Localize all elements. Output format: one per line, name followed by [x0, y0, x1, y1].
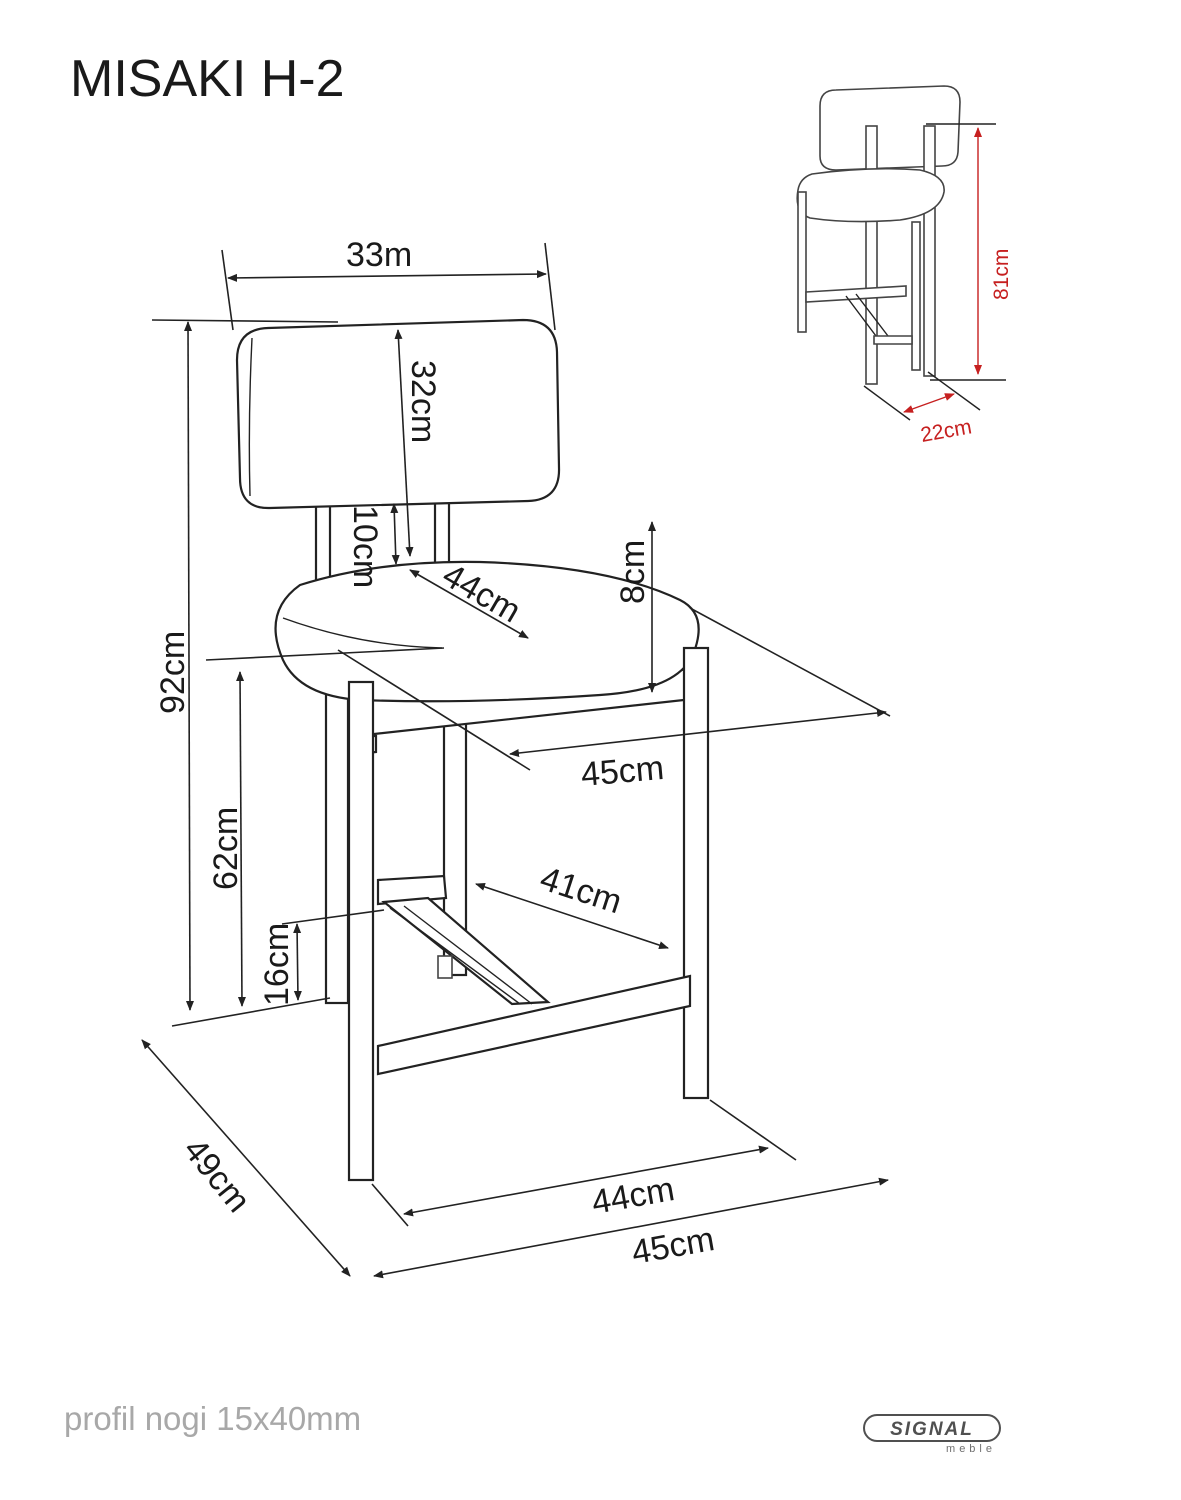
label-seat-height: 62cm [207, 807, 245, 890]
label-seat-thickness: 8cm [614, 540, 652, 604]
footrest [376, 874, 692, 1076]
label-footrest-height: 16cm [258, 923, 296, 1006]
label-total-height: 92cm [154, 631, 192, 714]
label-backrest-height: 32cm [404, 360, 442, 443]
product-title: MISAKI H-2 [70, 50, 345, 108]
label-inset-height: 81cm [990, 249, 1013, 300]
backrest [235, 318, 561, 510]
label-footrest-width: 41cm [536, 859, 627, 921]
label-base-depth: 49cm [176, 1131, 258, 1220]
label-seat-width: 45cm [579, 749, 665, 794]
leg-profile-note: profil nogi 15x40mm [64, 1400, 361, 1437]
inset-side-view [796, 85, 961, 385]
label-base-width: 45cm [629, 1220, 717, 1272]
label-inset-depth: 22cm [919, 415, 974, 447]
brand-sub: meble [946, 1443, 996, 1455]
chair-main-view [235, 318, 710, 1182]
brand-name: SIGNAL [890, 1419, 974, 1440]
rear-legs [324, 678, 468, 1005]
dimension-lines [141, 242, 891, 1279]
label-backrest-width: 33m [346, 236, 412, 274]
signal-logo: SIGNAL meble [863, 1414, 1001, 1455]
label-back-gap: 10cm [346, 505, 384, 588]
